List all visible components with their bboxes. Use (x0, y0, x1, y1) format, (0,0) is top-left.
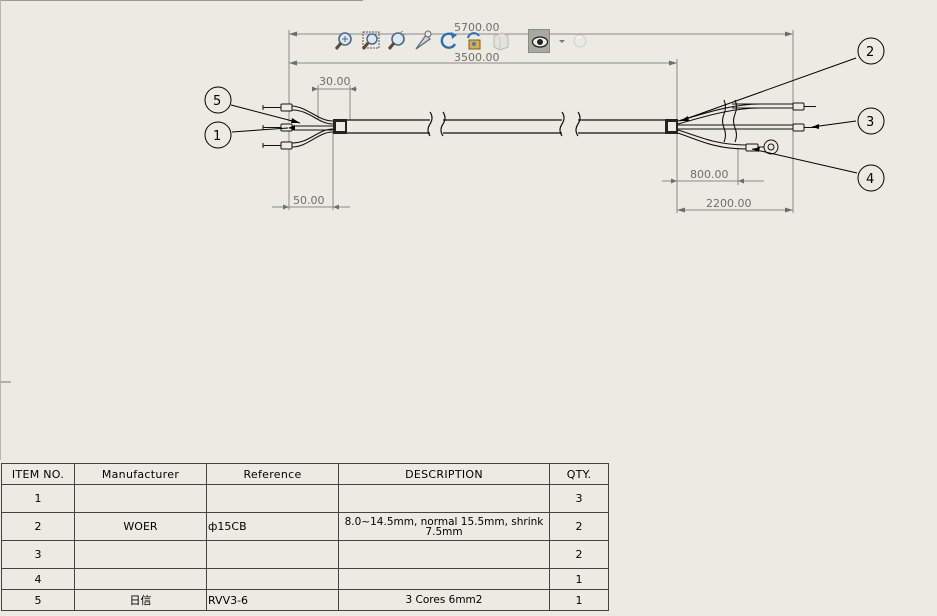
cell-description[interactable] (338, 568, 550, 590)
chevron-down-icon (559, 40, 565, 43)
cell-reference[interactable]: RVV3-6 (206, 589, 339, 611)
cell-reference[interactable] (206, 484, 339, 513)
rotate-view-icon (440, 32, 457, 49)
cell-item[interactable]: 4 (1, 568, 75, 590)
cable-body (346, 111, 666, 137)
dim-right-branch[interactable]: 800.00 (690, 168, 729, 181)
dim-left-breakout-tip[interactable]: 30.00 (319, 75, 351, 88)
cell-qty[interactable]: 2 (549, 512, 609, 541)
table-header-row: ITEM NO. Manufacturer Reference DESCRIPT… (1, 463, 609, 485)
sheet-left-edge (0, 0, 1, 460)
cell-manufacturer[interactable] (74, 484, 207, 513)
balloon-2-label: 2 (866, 45, 874, 60)
cell-item[interactable]: 2 (1, 512, 75, 541)
balloon-leaders (230, 57, 858, 174)
cell-qty[interactable]: 2 (549, 540, 609, 569)
cell-description[interactable] (338, 484, 550, 513)
zoom-to-area-button[interactable] (360, 29, 382, 53)
balloon-3[interactable] (857, 107, 885, 135)
cell-item[interactable]: 1 (1, 484, 75, 513)
cell-manufacturer[interactable]: 日信 (74, 589, 207, 611)
header-item-no[interactable]: ITEM NO. (1, 463, 75, 485)
sheet-edge-mark (0, 381, 11, 383)
dimension-lines (272, 30, 794, 213)
apply-scene-button[interactable] (569, 29, 591, 53)
balloon-5-label: 5 (213, 94, 221, 109)
select-button[interactable] (412, 29, 434, 53)
balloon-4[interactable] (857, 164, 885, 192)
table-row: 4 1 (1, 568, 609, 590)
dim-right-breakout[interactable]: 2200.00 (706, 197, 752, 210)
rebuild-button[interactable] (463, 29, 485, 53)
hide-show-items-icon (531, 36, 549, 48)
cell-manufacturer[interactable] (74, 540, 207, 569)
sheet-top-edge (0, 0, 363, 1)
display-style-icon (493, 32, 509, 51)
zoom-to-fit-icon (334, 32, 352, 50)
dim-left-breakout[interactable]: 50.00 (293, 194, 325, 207)
balloon-4-label: 4 (866, 172, 874, 187)
balloon-5[interactable] (204, 86, 232, 114)
cell-description[interactable]: 3 Cores 6mm2 (338, 589, 550, 611)
description-line1: 3 Cores 6mm2 (405, 594, 483, 606)
balloon-1-label: 1 (213, 129, 221, 144)
cell-reference[interactable] (206, 540, 339, 569)
zoom-in-out-icon (387, 30, 407, 50)
display-style-button[interactable] (490, 29, 512, 53)
header-manufacturer[interactable]: Manufacturer (74, 463, 207, 485)
cell-manufacturer[interactable] (74, 568, 207, 590)
hide-show-dropdown[interactable] (551, 29, 565, 53)
select-icon (415, 30, 432, 50)
cell-item[interactable]: 5 (1, 589, 75, 611)
bill-of-materials-table[interactable]: ITEM NO. Manufacturer Reference DESCRIPT… (1, 463, 609, 611)
balloon-1[interactable] (204, 121, 232, 149)
cell-qty[interactable]: 1 (549, 568, 609, 590)
zoom-in-out-button[interactable] (386, 29, 408, 53)
pan-rebuild-icon (467, 32, 481, 50)
cell-qty[interactable]: 1 (549, 589, 609, 611)
description-line1: 8.0~14.5mm, normal 15.5mm, shrink (344, 515, 544, 528)
cell-reference[interactable] (206, 568, 339, 590)
apply-scene-icon (573, 34, 587, 48)
dim-overall-length[interactable]: 5700.00 (454, 21, 500, 34)
balloon-3-label: 3 (866, 115, 874, 130)
cable-assembly-view[interactable]: 5700.00 3500.00 30.00 50.00 800.00 2200.… (0, 0, 937, 460)
dimension-arrows (283, 31, 793, 213)
header-description[interactable]: DESCRIPTION (338, 463, 550, 485)
zoom-to-area-icon (361, 31, 380, 50)
left-terminals (262, 103, 293, 150)
table-row: 1 3 (1, 484, 609, 513)
table-row: 3 2 (1, 540, 609, 569)
rotate-view-button[interactable] (437, 29, 459, 53)
table-row: 2 WOER ф15CB 8.0~14.5mm, normal 15.5mm, … (1, 512, 609, 541)
cell-description[interactable]: 8.0~14.5mm, normal 15.5mm, shrink 7.5mm (338, 512, 550, 541)
cell-description[interactable] (338, 540, 550, 569)
header-reference[interactable]: Reference (206, 463, 339, 485)
table-row: 5 日信 RVV3-6 3 Cores 6mm2 1 (1, 589, 609, 611)
description-line2: 7.5mm (425, 525, 463, 538)
cell-manufacturer[interactable]: WOER (74, 512, 207, 541)
zoom-to-fit-button[interactable] (333, 29, 355, 53)
balloon-2[interactable] (857, 37, 885, 65)
header-qty[interactable]: QTY. (549, 463, 609, 485)
cell-item[interactable]: 3 (1, 540, 75, 569)
cell-reference[interactable]: ф15CB (206, 512, 339, 541)
dim-cable-length[interactable]: 3500.00 (454, 51, 500, 64)
left-wires (291, 105, 334, 148)
hide-show-items-button[interactable] (528, 29, 550, 53)
cell-qty[interactable]: 3 (549, 484, 609, 513)
